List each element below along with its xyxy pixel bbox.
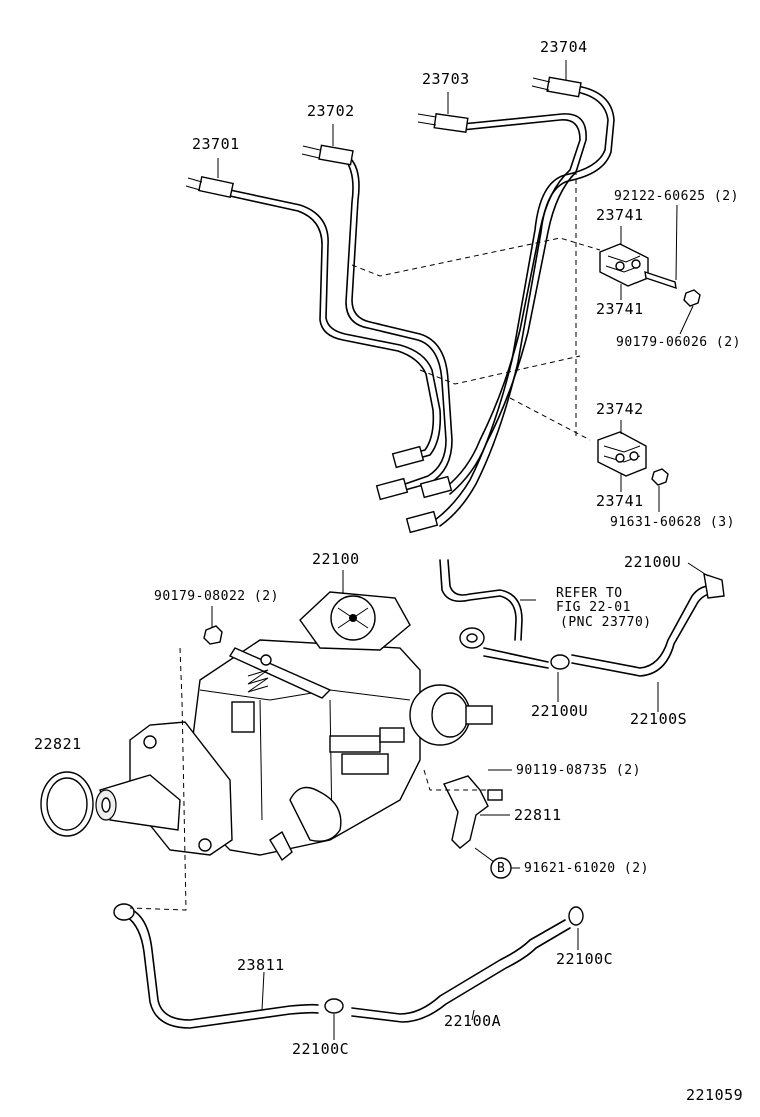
label-23811: 23811 xyxy=(237,956,285,974)
label-23741-c: 23741 xyxy=(596,492,644,510)
label-23701: 23701 xyxy=(192,135,240,153)
injection-pump xyxy=(95,591,493,862)
bracket xyxy=(443,769,510,849)
label-23742: 23742 xyxy=(596,400,644,418)
label-22100c-left: 22100C xyxy=(292,1040,350,1058)
label-22100a: 22100A xyxy=(444,1012,502,1030)
clamp-upper xyxy=(599,243,701,307)
injection-pipes xyxy=(185,76,615,534)
callout-b: B xyxy=(497,861,506,876)
label-90179-08022: 90179-08022 (2) xyxy=(154,589,279,604)
label-22821: 22821 xyxy=(34,735,82,753)
label-fig-22-01: FIG 22-01 xyxy=(556,600,631,615)
label-23704: 23704 xyxy=(540,38,588,56)
label-91631-60628: 91631-60628 (3) xyxy=(610,515,735,530)
label-pnc-23770: (PNC 23770) xyxy=(560,615,652,630)
label-22811: 22811 xyxy=(514,806,562,824)
diagram-id: 221059 xyxy=(686,1086,744,1104)
lower-hoses xyxy=(113,903,584,1029)
label-23703: 23703 xyxy=(422,70,470,88)
label-22100s: 22100S xyxy=(630,710,688,728)
fuel-return-pipes xyxy=(439,559,725,677)
label-91621-61020: 91621-61020 (2) xyxy=(524,861,649,876)
label-23741-a: 23741 xyxy=(596,206,644,224)
callout-b-circle xyxy=(490,857,512,879)
label-refer-to: REFER TO xyxy=(556,586,623,601)
clamp-lower xyxy=(597,431,669,486)
leader-lines xyxy=(211,60,709,1040)
label-90119-08735: 90119-08735 (2) xyxy=(516,763,641,778)
label-22100: 22100 xyxy=(312,550,360,568)
label-22100u-top: 22100U xyxy=(624,553,682,571)
label-92122-60625: 92122-60625 (2) xyxy=(614,189,739,204)
label-22100u-bottom: 22100U xyxy=(531,702,589,720)
label-22100c-right: 22100C xyxy=(556,950,614,968)
label-90179-06026: 90179-06026 (2) xyxy=(616,335,741,350)
label-23702: 23702 xyxy=(307,102,355,120)
label-23741-b: 23741 xyxy=(596,300,644,318)
